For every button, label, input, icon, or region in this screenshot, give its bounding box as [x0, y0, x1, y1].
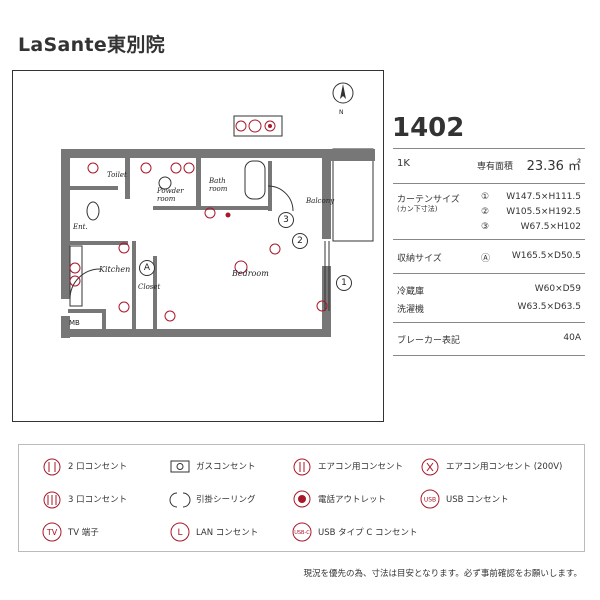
legend-item-lan: L LAN コンセント	[169, 521, 258, 543]
label-mb: MB	[69, 319, 80, 327]
lan-outlet-icon: L	[169, 521, 191, 543]
spec-row-storage: 収納サイズ Ⓐ W165.5×D50.5	[393, 239, 585, 273]
svg-text:USB-C: USB-C	[294, 530, 310, 536]
floor-plan: Toilet Powder room Bath room Balcony Ent…	[12, 70, 384, 422]
usb-outlet-icon: USB	[419, 488, 441, 510]
label-toilet: Toilet	[107, 171, 127, 179]
legend-item-outlet-2: 2 口コンセント	[41, 455, 127, 477]
label-ent: Ent.	[73, 223, 88, 231]
legend-label-usb: USB コンセント	[446, 495, 509, 505]
layout-type: 1K	[397, 158, 410, 169]
page-title: LaSante東別院	[18, 34, 165, 56]
spec-table: 1K 専有面積 23.36 ㎡ カーテンサイズ (カン下寸法) ① W147.5…	[393, 148, 585, 356]
ac-200v-outlet-icon	[419, 455, 441, 477]
breaker-label: ブレーカー表記	[397, 336, 461, 346]
legend-item-usb-c: USB-C USB タイプ C コンセント	[291, 521, 418, 543]
fridge-label: 冷蔵庫	[397, 287, 425, 297]
legend-item-usb: USB USB コンセント	[419, 488, 509, 510]
curtain-mark-2: ②	[481, 207, 490, 217]
mark-a: A	[139, 260, 155, 276]
legend-label-outlet-2: 2 口コンセント	[68, 462, 128, 472]
legend-item-tv: TV TV 端子	[41, 521, 99, 543]
legend-item-ac: エアコン用コンセント	[291, 455, 403, 477]
curtain-size-3: W67.5×H102	[520, 222, 581, 232]
legend-item-outlet-3: 3 口コンセント	[41, 488, 127, 510]
breaker-value: 40A	[563, 333, 581, 343]
usb-c-outlet-icon: USB-C	[291, 521, 313, 543]
legend-item-ceiling: 引掛シーリング	[169, 488, 256, 510]
label-bedroom: Bedroom	[232, 269, 269, 278]
mark-2: 2	[292, 233, 308, 249]
curtain-mark-1: ①	[481, 192, 490, 202]
curtain-sub: (カン下寸法)	[397, 205, 438, 213]
legend-label-ac-200v: エアコン用コンセント (200V)	[446, 462, 563, 472]
legend-label-ceiling: 引掛シーリング	[196, 495, 256, 505]
outlet-2-icon	[41, 455, 63, 477]
legend-item-gas: ガスコンセント	[169, 455, 256, 477]
mark-1: 1	[336, 275, 352, 291]
phone-outlet-icon	[291, 488, 313, 510]
curtain-label: カーテンサイズ	[397, 195, 460, 205]
legend-label-ac: エアコン用コンセント	[318, 462, 404, 472]
area-label: 専有面積	[477, 162, 514, 172]
ac-outlet-icon	[291, 455, 313, 477]
area-value: 23.36 ㎡	[526, 159, 581, 174]
legend: 2 口コンセント ガスコンセント エアコン用コンセント エアコン用コンセント (…	[18, 444, 585, 552]
legend-item-phone: 電話アウトレット	[291, 488, 386, 510]
label-closet: Closet	[138, 283, 161, 291]
label-bath-room: Bath room	[209, 177, 228, 193]
legend-label-phone: 電話アウトレット	[318, 495, 387, 505]
label-kitchen: Kitchen	[99, 265, 131, 274]
svg-text:L: L	[177, 528, 182, 538]
gas-outlet-icon	[169, 455, 191, 477]
disclaimer-note: 現況を優先の為、寸法は目安となります。必ず事前確認をお願いします。	[303, 569, 582, 579]
fridge-size: W60×D59	[534, 284, 581, 294]
curtain-size-2: W105.5×H192.5	[506, 207, 581, 217]
legend-label-outlet-3: 3 口コンセント	[68, 495, 128, 505]
washer-label: 洗濯機	[397, 305, 425, 315]
svg-text:USB: USB	[424, 497, 436, 504]
legend-label-tv: TV 端子	[68, 528, 99, 538]
compass-icon: N	[339, 109, 344, 116]
washer-size: W63.5×D63.5	[517, 302, 581, 312]
curtain-size-1: W147.5×H111.5	[506, 192, 581, 202]
legend-label-lan: LAN コンセント	[196, 528, 259, 538]
outlet-3-icon	[41, 488, 63, 510]
svg-text:TV: TV	[46, 528, 58, 537]
legend-item-ac-200v: エアコン用コンセント (200V)	[419, 455, 562, 477]
spec-row-breaker: ブレーカー表記 40A	[393, 322, 585, 356]
label-powder-room: Powder room	[157, 187, 184, 203]
curtain-mark-3: ③	[481, 222, 490, 232]
legend-label-usb-c: USB タイプ C コンセント	[318, 528, 418, 538]
ceiling-hook-icon	[169, 488, 191, 510]
storage-mark: Ⓐ	[481, 254, 491, 264]
spec-row-area: 1K 専有面積 23.36 ㎡	[393, 148, 585, 183]
floor-plan-drawing	[61, 82, 375, 338]
tv-terminal-icon: TV	[41, 521, 63, 543]
unit-number: 1402	[392, 113, 465, 143]
mark-3: 3	[278, 212, 294, 228]
spec-row-curtain: カーテンサイズ (カン下寸法) ① W147.5×H111.5 ② W105.5…	[393, 183, 585, 239]
legend-label-gas: ガスコンセント	[196, 462, 256, 472]
spec-row-appliances: 冷蔵庫 W60×D59 洗濯機 W63.5×D63.5	[393, 273, 585, 322]
storage-label: 収納サイズ	[397, 254, 442, 264]
storage-size: W165.5×D50.5	[511, 251, 581, 261]
label-balcony: Balcony	[306, 197, 335, 205]
